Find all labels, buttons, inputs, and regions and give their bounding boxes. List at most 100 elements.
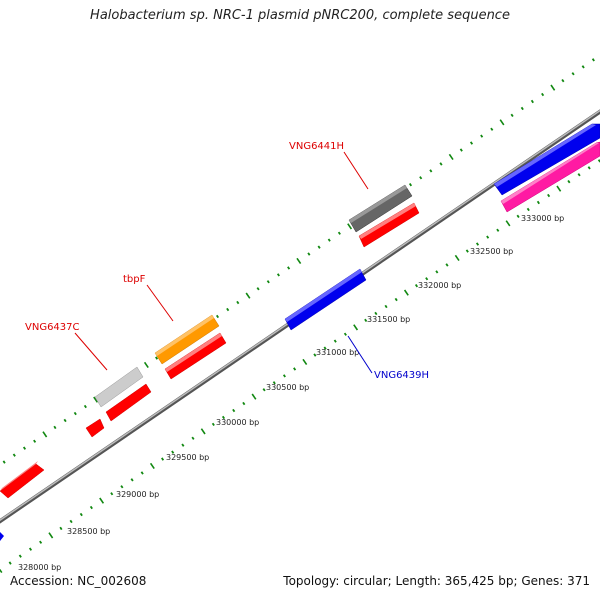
ruler-tick (327, 238, 331, 242)
ruler-tick (226, 307, 230, 312)
ruler-tick (33, 439, 37, 443)
ruler-tick (587, 166, 591, 170)
scale-label: 332000 bp (418, 281, 461, 290)
ruler-tick (48, 532, 54, 539)
gene-VNG6437C (94, 366, 144, 408)
gene-arrow-red (358, 202, 420, 248)
map-title: Halobacterium sp. NRC-1 plasmid pNRC200,… (90, 8, 510, 23)
ruler-tick (59, 526, 63, 531)
scale-label: 330500 bp (266, 383, 309, 392)
accession-text: Accession: NC_002608 (10, 574, 147, 588)
ruler-tick (276, 273, 280, 277)
ruler-tick (448, 153, 454, 161)
ruler-tick (12, 453, 16, 457)
ruler-tick (591, 58, 595, 62)
ruler-tick (505, 220, 511, 227)
ruler-tick (510, 113, 514, 118)
ruler-tick (459, 148, 463, 152)
ruler-tick (8, 561, 12, 565)
ruler-tick (475, 242, 480, 246)
ruler-tick (561, 78, 565, 83)
ruler-tick (69, 519, 73, 524)
ruler-tick (403, 289, 409, 296)
ruler-tick (140, 471, 144, 475)
ruler-tick (171, 450, 175, 454)
ruler-tick (530, 99, 534, 104)
ruler-tick (191, 436, 195, 440)
ruler-tick (28, 547, 33, 551)
ruler-tick (419, 176, 423, 180)
ruler-tick (293, 367, 297, 371)
ruler-tick (242, 401, 246, 406)
ruler-tick (317, 245, 321, 249)
ruler-tick (143, 361, 149, 369)
ruler-tick (541, 92, 545, 97)
ruler-tick (429, 169, 433, 173)
gene-label-VNG6437C: VNG6437C (25, 322, 80, 333)
ruler-tick (200, 428, 206, 435)
scale-label: 328500 bp (67, 527, 110, 536)
topology-text: Topology: circular; Length: 365,425 bp; … (283, 574, 590, 588)
ruler-tick (181, 443, 185, 447)
ruler-tick (571, 72, 575, 76)
ruler-tick (262, 388, 266, 392)
ruler-tick (445, 263, 449, 267)
ruler-tick (302, 358, 308, 366)
ruler-tick (221, 415, 226, 420)
ruler-tick (384, 304, 388, 309)
ruler-tick (53, 425, 57, 430)
ruler-tick (480, 134, 484, 138)
forward-genes (0, 123, 600, 499)
ruler-tick (343, 332, 347, 336)
ruler-tick (232, 408, 236, 413)
ruler-tick (550, 84, 556, 91)
ruler-tick (2, 460, 6, 464)
ruler-tick (266, 280, 270, 284)
ruler-tick (435, 270, 439, 274)
ruler-tick (414, 284, 419, 288)
ruler-tick (323, 346, 327, 350)
callout-line (74, 332, 108, 371)
scale-label: 329500 bp (166, 453, 209, 462)
ruler-tick (39, 540, 43, 544)
ruler-tick (364, 318, 368, 323)
ruler-tick (130, 478, 134, 482)
gene-tbpF (154, 314, 220, 365)
reverse-genes (0, 268, 367, 541)
ruler-tick (18, 554, 22, 558)
ruler-tick (526, 207, 530, 212)
ruler-tick (110, 492, 114, 496)
ruler-tick (93, 396, 99, 403)
ruler-tick (496, 228, 500, 232)
ruler-tick (42, 431, 48, 438)
ruler-tick (425, 277, 429, 281)
ruler-tick (313, 353, 317, 357)
ruler-tick (337, 231, 341, 235)
ruler-tick (536, 200, 540, 205)
ruler-tick (439, 162, 443, 166)
ruler-tick (215, 314, 220, 319)
ruler-tick (547, 193, 551, 198)
scale-label: 328000 bp (18, 563, 61, 572)
ruler-tick (499, 119, 505, 126)
ruler-tick (120, 485, 124, 489)
scale-label: 331500 bp (367, 315, 410, 324)
inner-dotted-ruler (0, 159, 600, 574)
ruler-tick (307, 252, 311, 256)
ruler-tick (408, 183, 413, 187)
gene-label-VNG6441H: VNG6441H (289, 141, 344, 152)
gene-arrow-red (105, 383, 152, 422)
ruler-tick (347, 223, 353, 230)
ruler-tick (465, 249, 469, 253)
scale-label: 331000 bp (316, 348, 359, 357)
ruler-tick (374, 311, 378, 316)
gene-VNG6439H (284, 268, 367, 331)
ruler-tick (567, 179, 571, 184)
ruler-tick (520, 106, 524, 111)
ruler-tick (89, 505, 93, 510)
ruler-tick (236, 300, 240, 305)
scale-label: 333000 bp (521, 214, 564, 223)
callout-line (343, 151, 369, 190)
ruler-tick (296, 257, 302, 265)
